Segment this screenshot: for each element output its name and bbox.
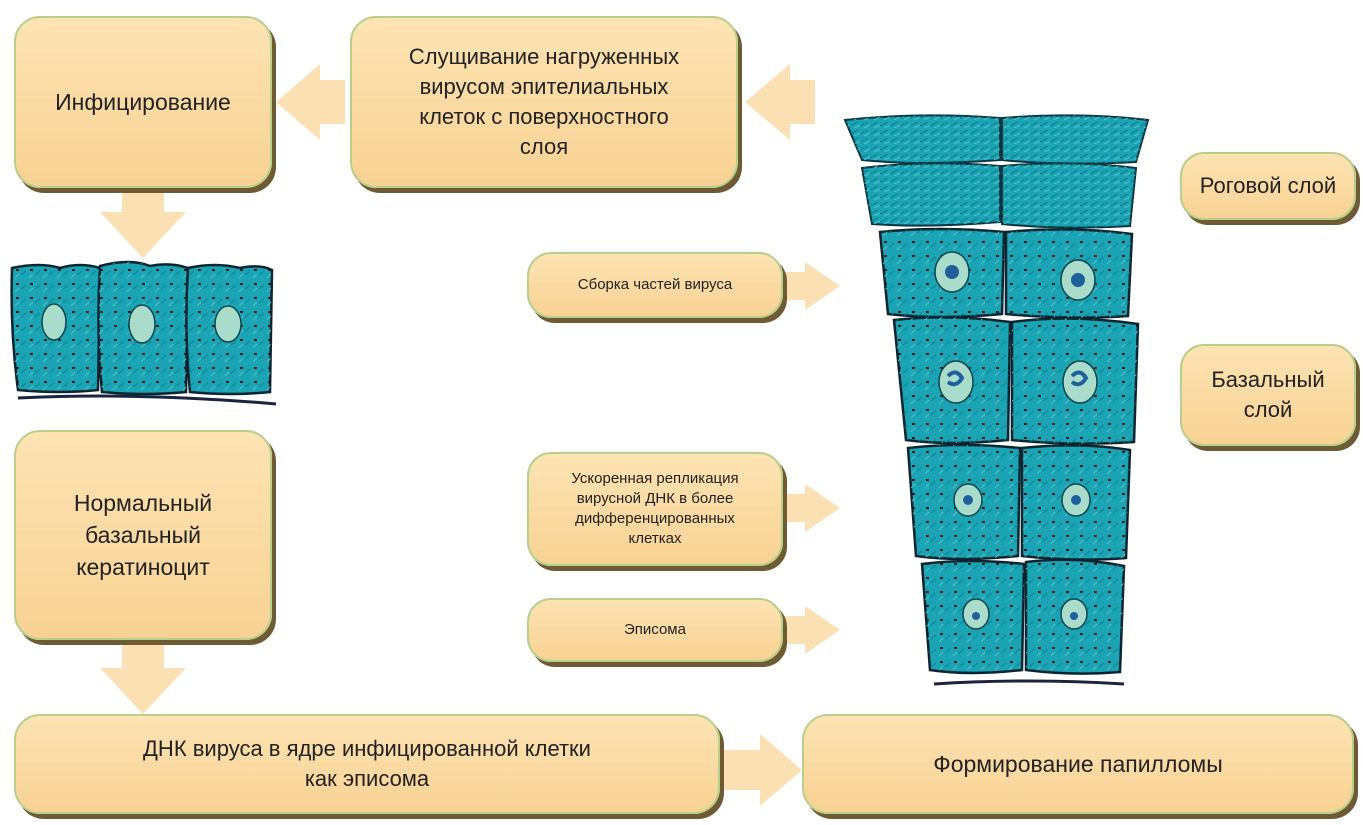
assembly-box: Сборка частей вируса [527,252,783,318]
epithelium-illustration [843,114,1150,686]
arrow-keratinocyte-to-dna [100,640,186,714]
arrow-episome [784,606,840,654]
infection-label: Инфицирование [55,89,231,115]
papilloma-label: Формирование папилломы [933,751,1223,777]
basal-layer-box: Базальный слой [1180,344,1356,446]
arrow-assembly [784,262,840,310]
dna-episome-label: ДНК вируса в ядре инфицированной клетки … [143,736,591,791]
horny-layer-box: Роговой слой [1180,152,1356,220]
episome-box: Эписома [527,598,783,662]
episome-label: Эписома [624,621,686,638]
shedding-box: Слущивание нагруженных вирусом эпителиал… [350,16,738,188]
basal-cells-illustration [10,260,277,406]
arrow-dna-to-papilloma [722,734,802,806]
arrow-epithelium-to-shedding [745,64,815,140]
assembly-label: Сборка частей вируса [577,276,733,293]
arrow-replication [784,484,840,532]
dna-episome-box: ДНК вируса в ядре инфицированной клетки … [14,714,720,814]
arrows [100,64,840,806]
arrow-infection-to-cells [100,188,186,258]
shedding-label: Слущивание нагруженных вирусом эпителиал… [408,44,680,159]
horny-layer-label: Роговой слой [1199,173,1337,198]
arrow-shedding-to-infection [276,64,345,140]
keratinocyte-box: Нормальный базальный кератиноцит [14,430,272,640]
replication-box: Ускоренная репликация вирусной ДНК в бол… [527,452,783,566]
keratinocyte-label: Нормальный базальный кератиноцит [73,490,213,580]
papilloma-box: Формирование папилломы [802,714,1354,814]
infection-box: Инфицирование [14,16,272,188]
replication-label: Ускоренная репликация вирусной ДНК в бол… [571,470,739,547]
basal-layer-label: Базальный слой [1211,367,1325,422]
